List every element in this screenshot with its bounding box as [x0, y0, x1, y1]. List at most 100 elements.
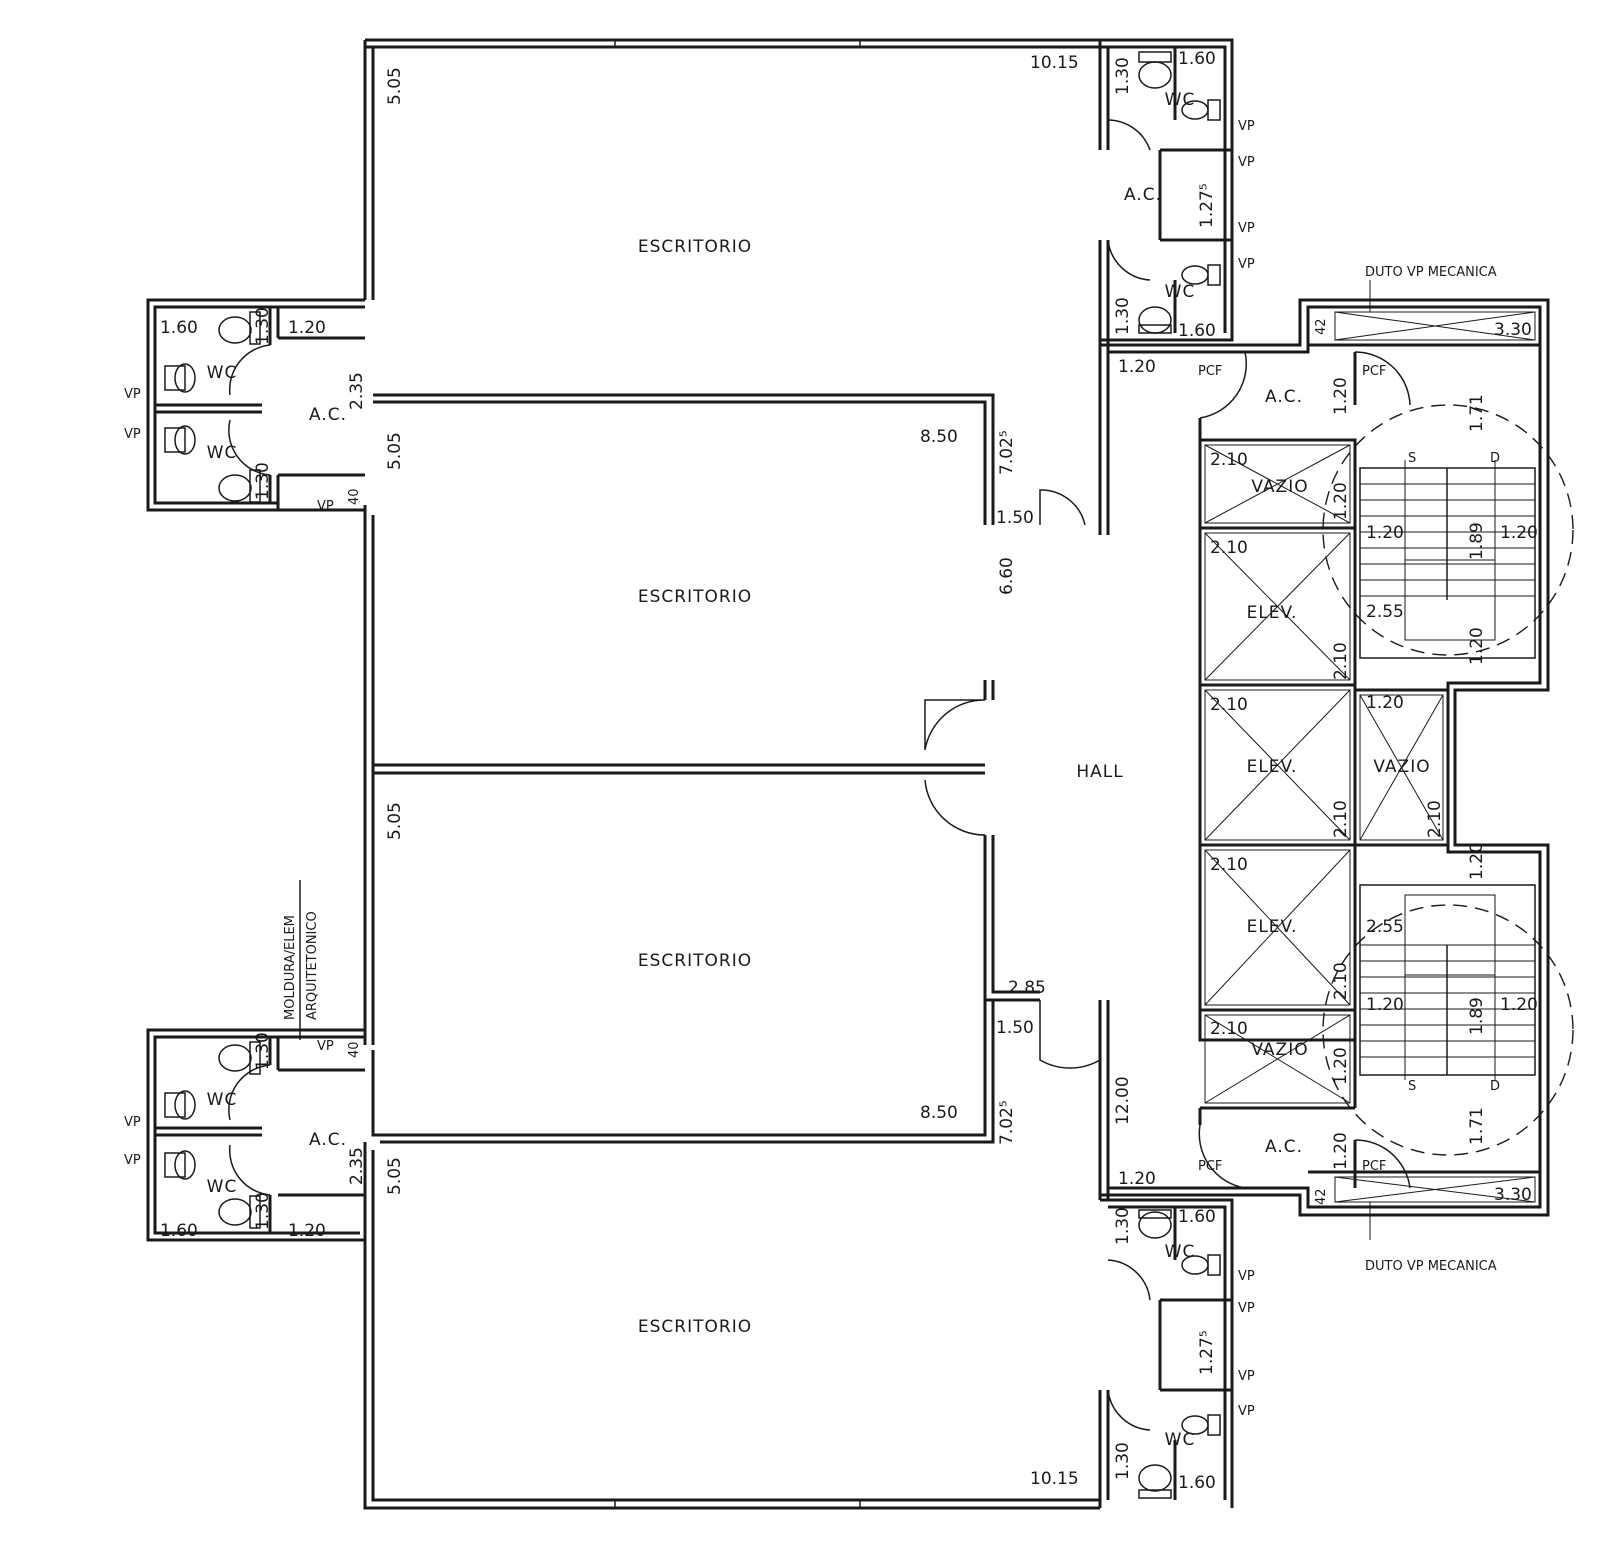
dimension-label: 1.20 [1118, 1169, 1156, 1189]
vp-label: VP [1238, 257, 1255, 272]
dimension-label: 1.71 [1467, 1107, 1487, 1145]
dimension-label: 1.20 [1500, 523, 1538, 543]
dimension-label: 1.30 [1113, 57, 1133, 95]
dimensions: 5.05 5.05 5.05 5.05 10.15 10.15 8.50 8.5… [160, 49, 1538, 1493]
dimension-label: 1.60 [1178, 1473, 1216, 1493]
dimension-label: 1.60 [160, 1221, 198, 1241]
dimension-label: 5.05 [385, 432, 405, 470]
dimension-label: 42 [1314, 318, 1329, 335]
dimension-label: 1.20 [1331, 1132, 1351, 1170]
dimension-label: 1.20 [1500, 995, 1538, 1015]
dimension-label: 2.10 [1210, 1019, 1248, 1039]
room-label-wc-4: WC [1165, 1430, 1196, 1450]
dimension-label: 1.20 [1467, 627, 1487, 665]
shafts [1204, 280, 1536, 1240]
dimension-label: 1.30 [1113, 1442, 1133, 1480]
dimension-label: 10.15 [1030, 53, 1079, 73]
dimension-label: 2.35 [347, 372, 367, 410]
walls [146, 38, 1550, 1510]
annotation-labels: VP VP VP VP VP VP VP VP VP VP VP VP VP V… [124, 119, 1500, 1419]
room-label-elev-1: ELEV. [1247, 603, 1298, 623]
vp-label: VP [1238, 155, 1255, 170]
dimension-label: 1.71 [1467, 394, 1487, 432]
dimension-label: 2.55 [1366, 602, 1404, 622]
room-labels: ESCRITORIO ESCRITORIO ESCRITORIO ESCRITO… [207, 90, 1430, 1450]
room-label-wc-6: WC [207, 443, 238, 463]
dimension-label: 2.10 [1331, 962, 1351, 1000]
dimension-label: 3.30 [1494, 320, 1532, 340]
room-label-escritorio-4: ESCRITORIO [638, 1317, 752, 1337]
dimension-label: 1.20 [1366, 523, 1404, 543]
room-label-wc-5: WC [207, 363, 238, 383]
room-label-ac-left-bottom: A.C. [309, 1130, 347, 1150]
dimension-label: 1.20 [288, 1221, 326, 1241]
vp-label: VP [124, 1153, 141, 1168]
fixtures [164, 51, 1221, 1499]
dimension-label: 1.30 [253, 307, 273, 345]
dimension-label: 8.50 [920, 427, 958, 447]
dimension-label: 7.02⁵ [997, 1100, 1017, 1145]
dimension-label: 6.60 [997, 557, 1017, 595]
dimension-label: 1.30 [253, 1192, 273, 1230]
dimension-label: 1.30 [253, 462, 273, 500]
dimension-label: 5.05 [385, 67, 405, 105]
dimension-label: 1.30 [1113, 1207, 1133, 1245]
vp-label: VP [1238, 1301, 1255, 1316]
dimension-label: 1.60 [1178, 1207, 1216, 1227]
duto-vp-mecanica-label: DUTO VP MECANICA [1365, 1259, 1497, 1274]
room-label-wc-3: WC [1165, 1242, 1196, 1262]
dimension-label: 1.27⁵ [1197, 183, 1217, 228]
room-label-hall: HALL [1076, 762, 1123, 782]
dimension-label: 1.20 [1331, 1047, 1351, 1085]
dimension-label: 1.20 [288, 318, 326, 338]
dimension-label: 1.27⁵ [1197, 1330, 1217, 1375]
vp-label: VP [124, 427, 141, 442]
dimension-label: 2.85 [1008, 978, 1046, 998]
room-label-vazio-2: VAZIO [1251, 1040, 1308, 1060]
vp-label: VP [1238, 1369, 1255, 1384]
room-label-elev-2: ELEV. [1247, 757, 1298, 777]
duto-vp-mecanica-label: DUTO VP MECANICA [1365, 265, 1497, 280]
dimension-label: 40 [347, 1041, 362, 1058]
dimension-label: 1.30 [253, 1032, 273, 1070]
dimension-label: 1.89 [1467, 997, 1487, 1035]
dimension-label: 2.35 [347, 1147, 367, 1185]
room-label-escritorio-2: ESCRITORIO [638, 587, 752, 607]
room-label-vazio-3: VAZIO [1373, 757, 1430, 777]
dimension-label: 1.60 [1178, 321, 1216, 341]
dimension-label: 42 [1314, 1188, 1329, 1205]
dimension-label: 5.05 [385, 802, 405, 840]
dimension-label: 2.10 [1210, 538, 1248, 558]
stair-down-label: D [1490, 451, 1500, 466]
dimension-label: 3.30 [1494, 1185, 1532, 1205]
arquitetonico-label: ARQUITETONICO [305, 911, 320, 1020]
dimension-label: 1.50 [996, 508, 1034, 528]
room-label-vazio-1: VAZIO [1251, 477, 1308, 497]
dimension-label: 2.10 [1331, 800, 1351, 838]
stair-up-label: S [1408, 1079, 1416, 1094]
dimension-label: 1.60 [160, 318, 198, 338]
room-label-wc-7: WC [207, 1090, 238, 1110]
room-label-wc-8: WC [207, 1177, 238, 1197]
vp-label: VP [1238, 1404, 1255, 1419]
room-label-ac-core-bottom: A.C. [1265, 1137, 1303, 1157]
moldura-label: MOLDURA/ELEM [283, 915, 298, 1020]
dimension-label: 1.20 [1467, 842, 1487, 880]
dimension-label: 1.30 [1113, 297, 1133, 335]
dimension-label: 1.20 [1118, 357, 1156, 377]
dimension-label: 1.20 [1331, 482, 1351, 520]
room-label-ac-core-top: A.C. [1265, 387, 1303, 407]
dimension-label: 12.00 [1113, 1076, 1133, 1125]
vp-label: VP [317, 499, 334, 514]
dimension-label: 2.10 [1210, 450, 1248, 470]
pcf-label: PCF [1198, 364, 1222, 379]
room-label-wc-1: WC [1165, 90, 1196, 110]
stair-down-label: D [1490, 1079, 1500, 1094]
vp-label: VP [124, 1115, 141, 1130]
dimension-label: 10.15 [1030, 1469, 1079, 1489]
dimension-label: 40 [347, 488, 362, 505]
room-label-ac-left-top: A.C. [309, 405, 347, 425]
pcf-label: PCF [1362, 364, 1386, 379]
stairs [1322, 404, 1574, 1156]
room-label-elev-3: ELEV. [1247, 917, 1298, 937]
